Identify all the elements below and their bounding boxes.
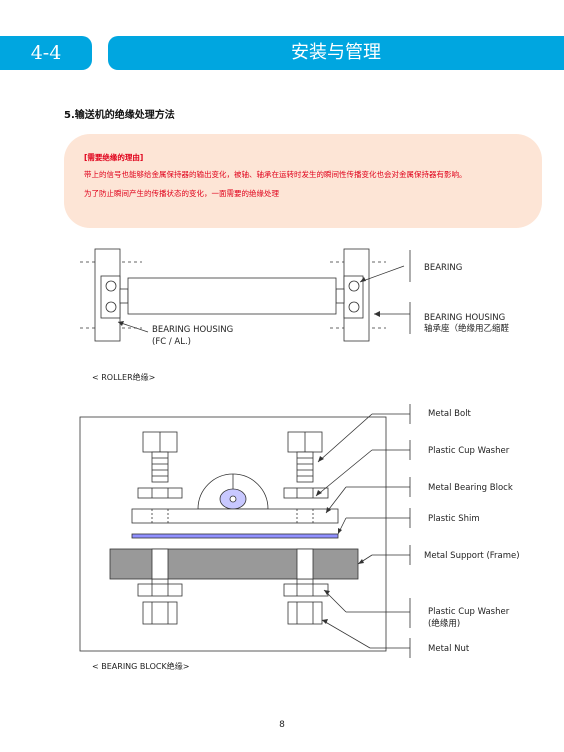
label-bearing: BEARING [424,263,462,273]
roller-diagram [80,248,411,342]
leader-arrowheads [118,277,380,624]
label-bearing-housing-right: BEARING HOUSING [424,313,505,323]
insulation-reason-note: [需要绝缘的理由] 带上的信号也能够给金属保持器的输出变化，被轴、轴承在运转时发… [64,134,542,228]
label-metal-bolt: Metal Bolt [428,409,472,419]
note-heading: [需要绝缘的理由] [84,153,144,162]
section-title: 5.输送机的绝缘处理方法 [64,110,175,121]
metal-support-frame [109,548,359,580]
page-number: 8 [279,720,285,730]
label-bearing-housing-left: BEARING HOUSING [152,325,233,335]
label-bearing-housing-left-note: (FC / AL.) [152,337,191,347]
note-line-1: 带上的信号也能够给金属保持器的输出变化，被轴、轴承在运转时发生的瞬间性传播变化也… [84,170,467,179]
right-metal-nut [287,601,323,625]
label-metal-support: Metal Support (Frame) [424,551,520,561]
label-plastic-cup-washer-2-note: (绝缘用) [428,618,460,629]
bearing-block-diagram [79,404,411,658]
label-plastic-shim: Plastic Shim [428,514,480,524]
left-metal-nut [142,601,178,625]
chapter-title: 安装与管理 [108,36,564,70]
chapter-number: 4-4 [0,36,92,70]
roller-caption: < ROLLER绝缘> [92,373,156,382]
note-line-2: 为了防止瞬间产生的传播状态的变化，一面需要的绝缘处理 [84,189,279,198]
label-plastic-cup-washer-2: Plastic Cup Washer [428,607,510,617]
label-bearing-housing-right-note: 轴承座（绝缘用乙缩醛 [424,323,510,334]
label-metal-nut: Metal Nut [428,644,470,654]
label-plastic-cup-washer: Plastic Cup Washer [428,446,510,456]
roller-body [127,277,337,315]
metal-bearing-block [131,508,339,524]
label-metal-bearing-block: Metal Bearing Block [428,483,513,493]
plastic-shim [131,533,339,539]
bearing-block-caption: < BEARING BLOCK绝缘> [92,662,190,671]
